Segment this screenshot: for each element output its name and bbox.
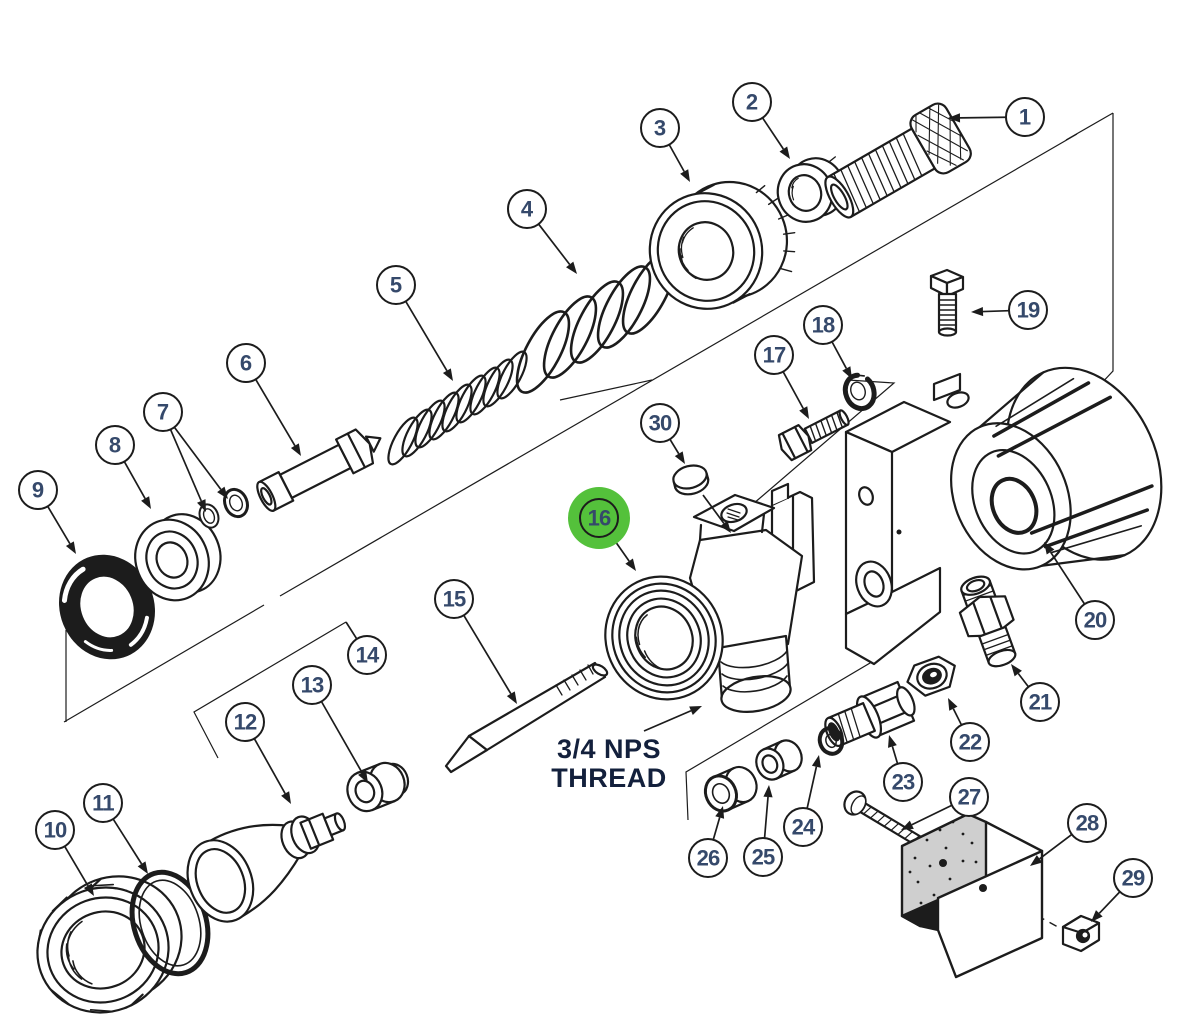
callout-5[interactable]: 5 — [376, 265, 453, 381]
callout-number: 17 — [763, 343, 786, 368]
part-packing-sleeve — [755, 739, 803, 781]
part-hex-bolt — [777, 409, 850, 462]
callout-2[interactable]: 2 — [732, 82, 790, 159]
callout-6[interactable]: 6 — [226, 343, 301, 456]
thread-annotation-line1: 3/4 NPS — [557, 734, 661, 764]
part-valve-body — [604, 482, 816, 713]
callout-number: 4 — [521, 197, 534, 222]
part-lock-ring-nut — [36, 875, 183, 1014]
part-hose-nipple — [824, 102, 972, 219]
callout-number: 22 — [959, 730, 982, 755]
callout-number: 7 — [157, 400, 169, 425]
part-clamp-housing — [844, 366, 1163, 666]
part-spring-small — [387, 350, 528, 466]
part-o-ring-small — [817, 726, 845, 756]
callout-23[interactable]: 23 — [883, 735, 923, 802]
callout-29[interactable]: 29 — [1091, 858, 1153, 922]
thread-annotation-line2: THREAD — [551, 763, 667, 793]
part-hex-nipple — [958, 575, 1017, 668]
callout-11[interactable]: 11 — [83, 783, 148, 874]
callout-number: 19 — [1017, 298, 1040, 323]
callout-number: 10 — [44, 818, 67, 843]
callout-30[interactable]: 30 — [640, 403, 685, 464]
callout-12[interactable]: 12 — [225, 702, 291, 804]
callout-number: 15 — [443, 587, 466, 612]
callout-number: 18 — [812, 313, 835, 338]
part-packing-cup — [703, 765, 758, 813]
callout-number: 6 — [240, 351, 252, 376]
callout-number: 28 — [1076, 811, 1099, 836]
callout-21[interactable]: 21 — [1011, 664, 1060, 722]
callout-4[interactable]: 4 — [507, 189, 577, 274]
callout-20[interactable]: 20 — [1044, 542, 1115, 640]
callout-18[interactable]: 18 — [803, 305, 852, 379]
part-lock-washer — [842, 372, 877, 412]
callout-8[interactable]: 8 — [95, 425, 151, 509]
callout-number: 29 — [1122, 866, 1145, 891]
callout-number: 24 — [792, 815, 816, 840]
callout-number: 2 — [746, 90, 758, 115]
callout-7[interactable]: 7 — [143, 392, 228, 512]
part-bushing — [346, 761, 410, 813]
part-hex-nut — [906, 655, 956, 697]
callout-number: 12 — [234, 710, 257, 735]
callout-1[interactable]: 1 — [948, 97, 1045, 137]
callout-10[interactable]: 10 — [35, 810, 94, 896]
callout-26[interactable]: 26 — [688, 806, 728, 878]
callout-number: 3 — [654, 116, 666, 141]
part-needle-rod — [444, 661, 609, 774]
callout-number: 23 — [892, 770, 915, 795]
callout-number: 26 — [697, 846, 720, 871]
callout-15[interactable]: 15 — [434, 579, 517, 704]
callout-number: 27 — [958, 785, 981, 810]
part-valve-stem — [256, 428, 382, 512]
callout-number: 13 — [301, 673, 324, 698]
callout-17[interactable]: 17 — [754, 335, 809, 419]
callout-9[interactable]: 9 — [18, 470, 76, 554]
callout-number: 11 — [92, 791, 114, 816]
callout-number: 5 — [390, 273, 402, 298]
callout-number: 9 — [32, 478, 44, 503]
callout-13[interactable]: 13 — [292, 665, 368, 783]
callout-24[interactable]: 24 — [783, 755, 823, 847]
callout-14[interactable]: 14 — [345, 621, 387, 675]
callout-number: 20 — [1084, 608, 1107, 633]
part-fan-nozzle — [186, 812, 347, 923]
callout-16[interactable]: 16 — [568, 487, 636, 571]
callout-number: 25 — [752, 845, 775, 870]
part-square-nut — [1061, 914, 1101, 953]
part-square-bolt — [929, 268, 965, 337]
callout-number: 8 — [109, 433, 121, 458]
callout-3[interactable]: 3 — [640, 108, 690, 182]
callout-number: 30 — [649, 411, 672, 436]
part-compression-fitting — [824, 680, 916, 748]
part-mounting-channel — [900, 812, 1044, 979]
part-plug — [672, 464, 710, 496]
callout-19[interactable]: 19 — [971, 290, 1048, 330]
part-seat-washer — [134, 513, 222, 602]
callout-27[interactable]: 27 — [901, 777, 989, 830]
callout-28[interactable]: 28 — [1030, 803, 1107, 866]
callout-number: 1 — [1019, 105, 1031, 130]
callout-number: 21 — [1029, 690, 1052, 715]
callout-22[interactable]: 22 — [948, 698, 990, 762]
callout-number: 14 — [356, 643, 380, 668]
callout-number: 16 — [588, 506, 611, 531]
callout-25[interactable]: 25 — [743, 785, 783, 877]
part-retainer-nut — [648, 180, 796, 310]
